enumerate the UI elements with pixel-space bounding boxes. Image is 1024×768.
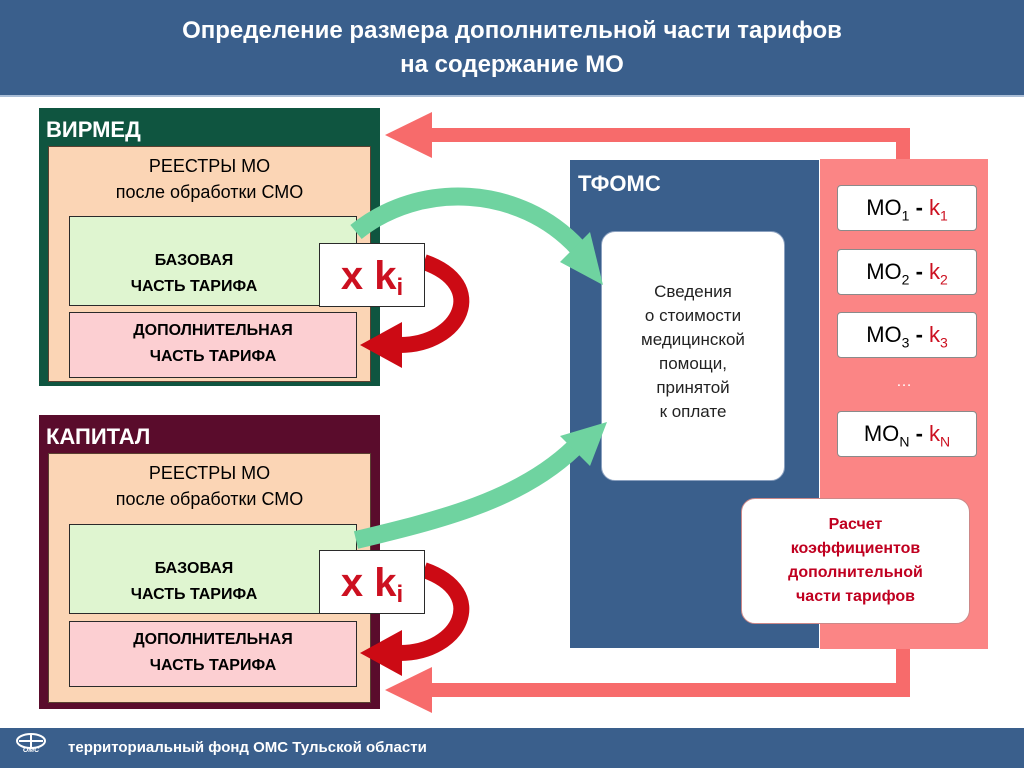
chip-separator: - (915, 322, 923, 347)
coefficient-chip-mo-n: МОN - kN (837, 411, 977, 457)
footer-bar (0, 728, 1024, 768)
virmed-extra-line-2: ЧАСТЬ ТАРИФА (149, 348, 277, 365)
k-index: N (940, 433, 951, 450)
virmed-base-line-1: БАЗОВАЯ (154, 252, 234, 269)
virmed-base-line-2: ЧАСТЬ ТАРИФА (130, 278, 258, 295)
payment-info-box (601, 231, 785, 481)
green-arrow-virmed-head (560, 232, 603, 285)
coefficient-chip-mo-3: МО3 - k3 (837, 312, 977, 358)
kapital-extra-line-2: ЧАСТЬ ТАРИФА (149, 657, 277, 674)
chip-separator: - (915, 259, 923, 284)
red-arrow-kapital-head (360, 630, 402, 676)
multiplier-label: x k (340, 254, 397, 298)
return-arrow-bottom (430, 648, 910, 697)
kapital-extra-line-1: ДОПОЛНИТЕЛЬНАЯ (133, 631, 293, 648)
kapital-base-tariff-box (69, 524, 357, 614)
payment-info-line: принятой (656, 378, 730, 397)
k-index: 3 (940, 334, 948, 351)
calculation-line: части тарифов (796, 588, 915, 605)
tfoms-title: ТФОМС (578, 171, 661, 196)
kapital-base-line-2: ЧАСТЬ ТАРИФА (130, 586, 258, 603)
virmed-registry-line-2: после обработки СМО (115, 182, 304, 202)
payment-info-line: к оплате (659, 402, 727, 421)
payment-info-line: помощи, (658, 354, 727, 373)
green-arrow-kapital-head (560, 422, 607, 466)
calculation-line: Расчет (828, 516, 883, 533)
return-arrow-top-head (385, 112, 432, 158)
red-arrow-virmed (399, 254, 470, 353)
virmed-registry-line-1: РЕЕСТРЫ МО (148, 156, 271, 176)
k-label: k (929, 421, 941, 446)
red-arrow-kapital (399, 562, 470, 661)
virmed-title: ВИРМЕД (46, 117, 141, 142)
page-title: Определение размера дополнительной части… (0, 14, 1024, 82)
return-arrow-top (430, 128, 910, 160)
header-bar (0, 0, 1024, 97)
virmed-extra-line-1: ДОПОЛНИТЕЛЬНАЯ (133, 322, 293, 339)
k-index: 1 (940, 207, 948, 224)
chip-separator: - (915, 421, 923, 446)
mo-label: МО (863, 421, 900, 446)
multiplier-index: i (396, 274, 404, 301)
multiplier-index: i (396, 581, 404, 608)
page-title-line-1: Определение размера дополнительной части… (182, 17, 842, 44)
k-label: k (929, 259, 941, 284)
virmed-multiplier: x ki (319, 243, 425, 307)
kapital-multiplier: x ki (319, 550, 425, 614)
calculation-box (741, 498, 970, 624)
green-arrow-virmed (350, 187, 585, 255)
kapital-title: КАПИТАЛ (46, 424, 151, 449)
chip-separator: - (915, 195, 923, 220)
k-label: k (929, 195, 941, 220)
mo-label: МО (866, 322, 902, 347)
return-arrow-bottom-head (385, 667, 432, 713)
kapital-registry-line-1: РЕЕСТРЫ МО (148, 463, 271, 483)
payment-info-line: медицинской (641, 330, 745, 349)
mo-label: МО (866, 195, 902, 220)
footer-text: территориальный фонд ОМС Тульской област… (68, 739, 427, 756)
payment-info-line: Сведения (654, 282, 732, 301)
virmed-base-tariff-box (69, 216, 357, 306)
calculation-line: коэффициентов (790, 540, 921, 557)
mo-label: МО (866, 259, 902, 284)
mo-index: N (899, 433, 910, 450)
payment-info-line: о стоимости (644, 306, 742, 325)
k-index: 2 (940, 271, 948, 288)
kapital-extra-tariff-box (69, 621, 357, 687)
multiplier-label: x k (340, 561, 397, 605)
virmed-extra-tariff-box (69, 312, 357, 378)
coefficient-chip-mo-2: МО2 - k2 (837, 249, 977, 295)
logo-caption: ОМС (22, 747, 40, 754)
coefficient-ellipsis: … (896, 373, 912, 390)
mo-index: 1 (901, 207, 910, 224)
page-title-line-2: на содержание МО (400, 51, 624, 78)
k-label: k (929, 322, 941, 347)
coefficient-chip-mo-1: МО1 - k1 (837, 185, 977, 231)
kapital-registry-line-2: после обработки СМО (115, 489, 304, 509)
calculation-line: дополнительной (788, 564, 923, 581)
mo-index: 2 (901, 271, 910, 288)
mo-index: 3 (901, 334, 910, 351)
red-arrow-virmed-head (360, 322, 402, 368)
kapital-base-line-1: БАЗОВАЯ (154, 560, 234, 577)
oms-logo-icon (16, 733, 46, 749)
green-arrow-kapital (353, 441, 581, 549)
